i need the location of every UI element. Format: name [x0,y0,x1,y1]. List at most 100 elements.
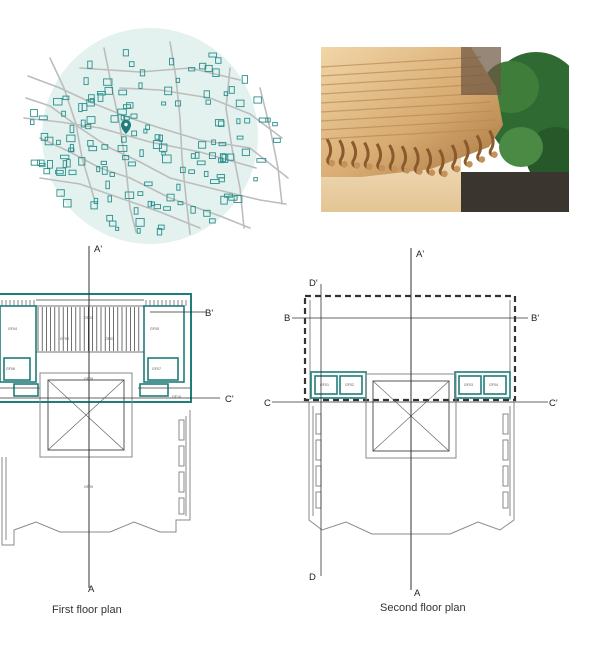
map-building [233,195,243,203]
bracket-knob [391,165,398,173]
map-building [117,145,128,152]
map-building [208,152,216,159]
bracket-knob [428,169,436,176]
map-building [44,136,54,146]
floor-plans: A' A B' C' GF01 GF02 GF03 GF04 GF05 GF06… [0,240,594,666]
map-building [133,207,139,215]
map-building [63,198,72,208]
first-floor-pillars [178,419,185,515]
first-floor-courtyard-outer [39,372,133,458]
map-building [199,62,207,70]
map-building [223,193,233,198]
room-label: GF07 [152,367,161,371]
background-wall [456,172,569,212]
carved-brackets [321,56,498,178]
map-building [85,124,92,130]
bracket-knob [478,156,486,163]
map-building [212,68,220,77]
map-building [105,180,110,190]
room-label: GF05 [150,327,159,331]
map-building [244,117,251,124]
map-building [152,140,162,149]
map-building [122,104,131,109]
map-building [115,226,120,231]
map-building [180,166,186,174]
map-building [198,141,207,149]
bracket-knob [378,164,386,171]
map-building [30,159,40,166]
map-building [166,193,175,202]
map-building [68,169,77,176]
second-floor-room-labels: GF01 GF02 GF03 GF04 [320,383,498,387]
map-building [209,218,216,224]
eave-molding [321,56,482,68]
room-label: GF04 [489,383,498,387]
bracket-knob [403,167,411,174]
map-building [208,52,217,58]
room-label: GF10 [172,395,181,399]
map-building [43,168,51,175]
map-building [219,153,226,163]
second-floor-rooms [310,371,511,399]
room-label: GF03 [464,383,473,387]
bracket-knob [353,162,361,169]
eave-molding [321,101,492,113]
map-building [139,149,144,157]
first-floor-caption: First floor plan [52,604,122,616]
map-building [62,160,67,168]
first-floor-label-c-right: C' [225,394,234,405]
room-label: GF04 [8,327,17,331]
map-building [37,159,45,166]
map-building [175,77,181,83]
map-building [39,162,46,168]
map-building [117,108,127,116]
map-building [80,119,86,128]
room-label: GF02 [345,383,354,387]
map-building [101,144,109,150]
map-building [177,201,184,206]
first-floor-plan: A' A B' C' GF01 GF02 GF03 GF04 GF05 GF06… [0,244,234,616]
eave-molding [321,65,484,77]
room-label: GF02 [60,337,69,341]
map-building [131,130,138,137]
map-building [204,64,213,72]
map-building [136,227,141,234]
map-building [221,153,229,163]
map-building [145,124,150,131]
map-building [138,82,143,89]
eave-molding [321,110,494,122]
map-building [122,49,129,57]
map-building [40,132,49,141]
room-label: GF06 [6,367,15,371]
first-floor-inner-lines [0,299,190,389]
map-building [86,116,96,124]
eave-molding [321,83,488,95]
map-building [96,165,101,173]
map-building [253,177,258,182]
map-building [93,197,99,205]
map-building [205,99,211,105]
room-label: GF01 [84,316,93,320]
map-building [121,136,127,143]
map-building [38,115,48,121]
map-building [223,91,229,97]
map-building [47,160,53,169]
map-building [135,218,145,227]
map-building [256,158,267,163]
bracket-knob [416,168,423,175]
room-label: GF03 [105,337,114,341]
map-building [109,172,115,177]
room-label: GF01 [320,383,329,387]
second-floor-caption: Second floor plan [380,602,466,614]
map-building [110,115,119,123]
map-building [158,143,168,152]
map-building [78,103,83,113]
carved-eave-photo [321,47,569,212]
map-building [236,135,244,140]
map-building [196,160,206,166]
map-building [118,89,128,96]
map-building [215,57,222,64]
building-blocks [30,49,281,236]
location-pin-icon [121,120,131,134]
second-floor-label-d-bottom: D [309,572,316,583]
